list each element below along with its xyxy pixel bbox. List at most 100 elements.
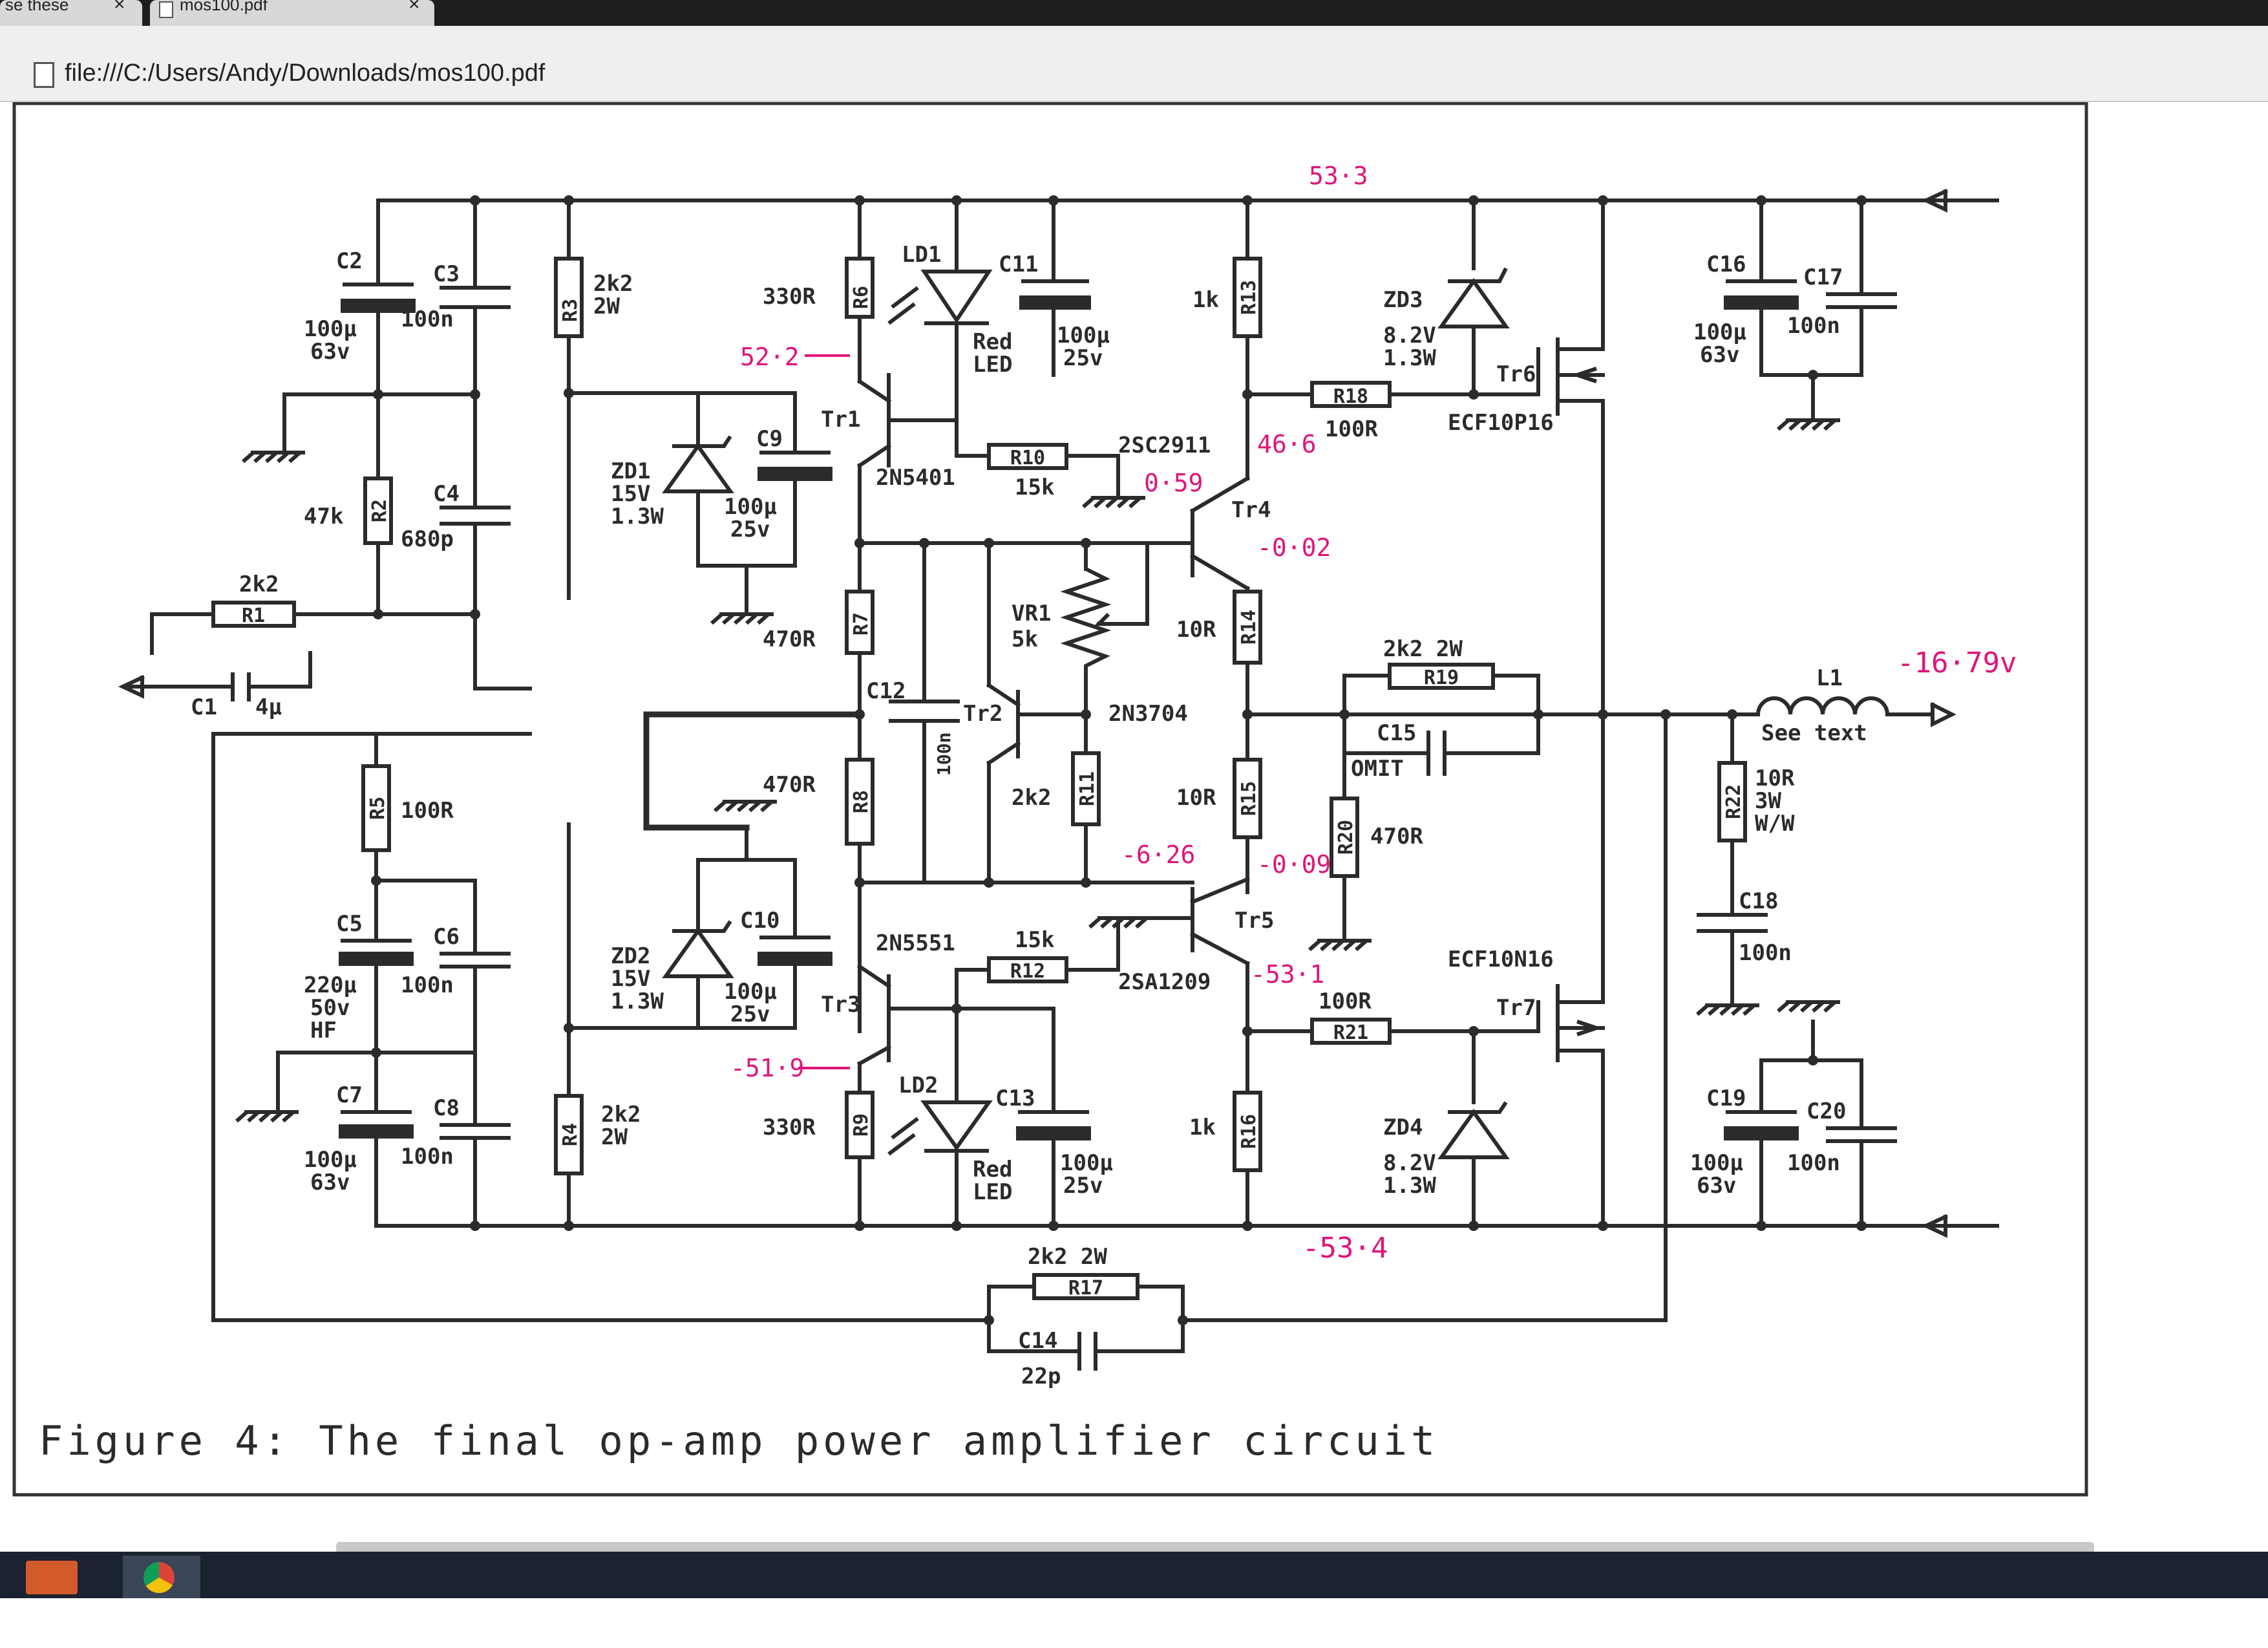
value-LD1: Red [973,329,1012,355]
label-C5: C5 [336,911,363,937]
value-C10-voltage: 25v [730,1001,770,1027]
resistor-R13 [1233,257,1262,338]
junction-dots [371,195,1867,1325]
label-Tr6: Tr6 [1496,361,1536,387]
label-C18: C18 [1739,888,1778,914]
value-R14: 10R [1176,617,1216,643]
value-C1: 4µ [255,694,282,720]
value-C5-type: HF [310,1018,337,1043]
value-R7: 470R [763,626,816,652]
label-R12: R12 [1010,960,1045,983]
wiring [118,189,1999,1353]
value-LD1-type: LED [973,352,1012,378]
label-C16: C16 [1706,251,1746,277]
value-R18: 100R [1325,416,1378,442]
label-C8: C8 [433,1095,460,1121]
voltage-annotations: 53·3 52·2 46·6 0·59 -0·02 -16·79v -6·26 … [730,162,2017,1265]
label-C14: C14 [1018,1328,1057,1354]
value-C15: OMIT [1351,756,1404,782]
value-C13: 100µ [1060,1150,1113,1176]
chrome-icon [143,1562,175,1593]
label-C9: C9 [756,426,783,452]
value-L1: See text [1761,720,1867,746]
value-Tr2: 2N3704 [1108,701,1188,727]
label-L1: L1 [1816,665,1843,691]
label-ZD1: ZD1 [611,458,650,484]
url-field[interactable]: file:///C:/Users/Andy/Downloads/mos100.p… [65,59,546,87]
browser-tab-bar: se these × mos100.pdf × [0,0,2268,26]
resistor-R14 [1233,590,1262,665]
value-R4: 2k2 [601,1102,641,1128]
label-LD2: LD2 [898,1073,938,1098]
annotation-tr4-collector: 46·6 [1257,430,1317,458]
label-R14: R14 [1238,610,1260,645]
value-C2: 100µ [304,316,357,342]
resistor-R7 [845,590,874,655]
resistor-R9 [845,1091,874,1159]
value-C4: 680p [401,526,454,552]
pdf-viewer-page: C2 100µ 63v C3 100n R3 2k2 2W R6 330R LD… [0,102,2268,1545]
value-ZD2-watt: 1.3W [611,989,664,1014]
value-C9: 100µ [724,494,777,520]
label-Tr1: Tr1 [821,407,860,433]
value-R20: 470R [1370,824,1423,850]
close-icon[interactable]: × [408,0,420,15]
value-C11: 100µ [1057,323,1110,348]
value-C16: 100µ [1693,319,1746,345]
value-C20: 100n [1787,1150,1840,1176]
value-ZD1-watt: 1.3W [611,504,664,530]
app-icon[interactable] [26,1561,78,1594]
browser-taskbar-button[interactable] [123,1556,200,1598]
resistor-R1 [211,601,296,628]
resistor-R8 [845,758,874,846]
value-C12: 100n [933,733,955,776]
resistor-R16 [1233,1091,1262,1172]
label-VR1: VR1 [1012,601,1051,626]
value-R3: 2k2 [593,271,633,297]
value-R11: 2k2 [1012,785,1051,811]
value-C7-voltage: 63v [310,1170,350,1195]
value-C2-voltage: 63v [310,339,350,365]
value-R6: 330R [763,284,816,310]
label-Tr2: Tr2 [963,701,1002,727]
label-R21: R21 [1333,1022,1368,1044]
annotation-tr3-emitter: -51·9 [730,1054,804,1082]
resistor-R21 [1310,1018,1392,1045]
annotation-tr4-emitter: -0·02 [1257,533,1331,562]
browser-tab-active[interactable]: mos100.pdf × [150,0,434,26]
document-icon [159,1,173,18]
value-Tr3: 2N5551 [876,930,955,956]
label-R7: R7 [850,612,873,636]
label-R18: R18 [1333,385,1368,408]
value-ZD2: 15V [611,966,650,992]
resistor-R3 [554,257,584,338]
label-C6: C6 [433,924,460,950]
tab-title: mos100.pdf [180,0,268,14]
component-labels: C2 100µ 63v C3 100n R3 2k2 2W R6 330R LD… [191,242,1867,1389]
resistor-R4 [554,1094,584,1175]
annotation-arrows [798,354,850,1069]
label-R15: R15 [1238,781,1260,816]
address-bar: file:///C:/Users/Andy/Downloads/mos100.p… [0,26,2268,102]
label-C20: C20 [1807,1098,1846,1124]
label-R10: R10 [1010,447,1045,469]
resistor-R22 [1717,761,1747,842]
browser-tab[interactable]: se these × [0,0,142,26]
value-ZD1: 15V [611,481,650,507]
label-R4: R4 [559,1123,582,1146]
value-R10: 15k [1015,475,1054,500]
value-ZD4: 8.2V [1383,1150,1436,1176]
label-C3: C3 [433,261,460,287]
label-ZD2: ZD2 [611,943,650,969]
value-R19: 2k2 2W [1383,636,1463,662]
value-C5: 220µ [304,972,357,998]
circuit-schematic: C2 100µ 63v C3 100n R3 2k2 2W R6 330R LD… [12,102,2088,1497]
label-C10: C10 [740,908,779,934]
label-R16: R16 [1238,1114,1260,1149]
close-icon[interactable]: × [114,0,125,15]
value-Tr1: 2N5401 [876,465,955,491]
value-C6: 100n [401,972,454,998]
value-Tr6: ECF10P16 [1448,410,1554,436]
label-C13: C13 [995,1086,1035,1111]
annotation-tr5-collector: -53·1 [1251,960,1324,989]
